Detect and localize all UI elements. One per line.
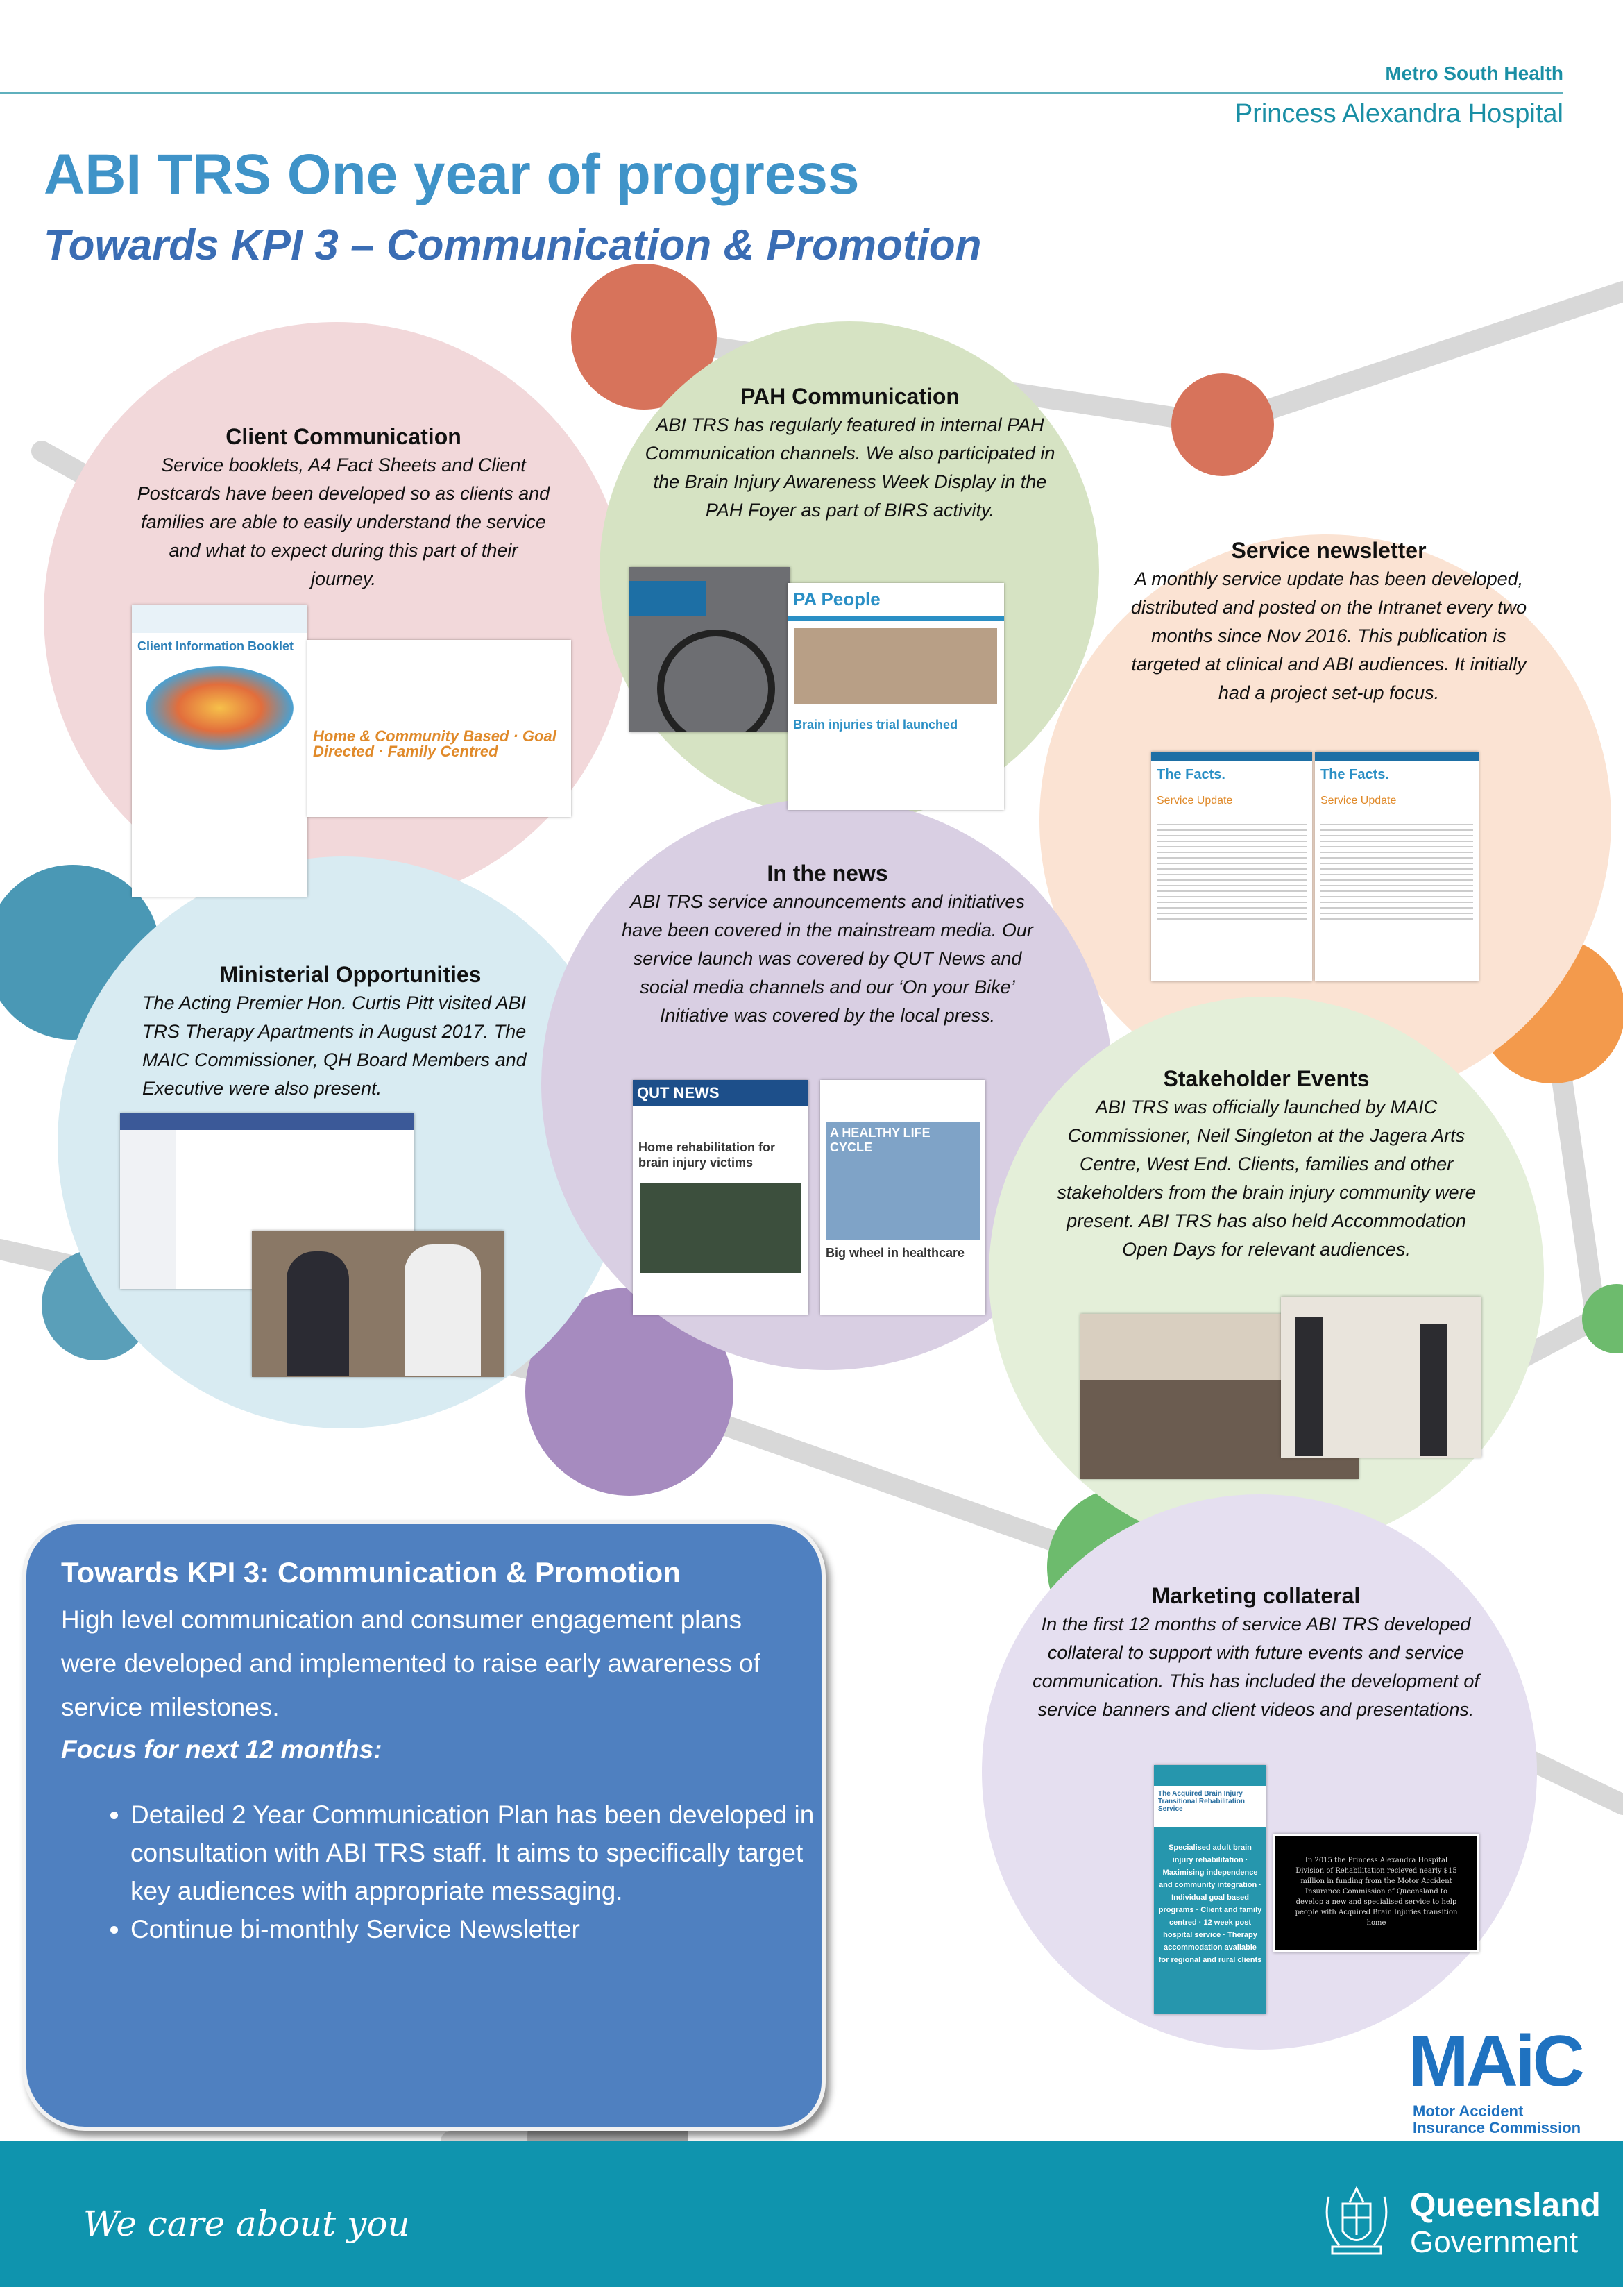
qut-headline: Home rehabilitation for brain injury vic… (638, 1140, 776, 1170)
kpi-title: Towards KPI 3: Communication & Promotion (61, 1556, 681, 1589)
pa-people-image: PA People Brain injuries trial launched (788, 583, 1004, 810)
service-banner-image: The Acquired Brain Injury Transitional R… (1154, 1765, 1266, 2014)
newsletter-image-2: The Facts. Service Update (1315, 752, 1479, 981)
kpi-body: High level communication and consumer en… (61, 1605, 760, 1721)
local-press-image: A HEALTHY LIFE CYCLE Big wheel in health… (820, 1080, 985, 1315)
section-ministerial: Ministerial Opportunities The Acting Pre… (142, 960, 559, 1103)
factsheet-heading: Home & Community Based · Goal Directed ·… (313, 727, 556, 760)
section-body: A monthly service update has been develo… (1130, 568, 1527, 703)
facts-heading: The Facts. (1157, 767, 1225, 782)
client-booklet-image: Client Information Booklet (132, 605, 307, 897)
page-subtitle: Towards KPI 3 – Communication & Promotio… (44, 221, 982, 269)
kpi-focus-heading: Focus for next 12 months: (61, 1735, 382, 1764)
pa-people-heading: PA People (788, 583, 1004, 616)
section-body: Service booklets, A4 Fact Sheets and Cli… (137, 455, 550, 589)
section-stakeholder: Stakeholder Events ABI TRS was officiall… (1051, 1064, 1481, 1264)
maic-line2: Insurance Commission (1413, 2119, 1581, 2136)
section-body: In the first 12 months of service ABI TR… (1033, 1614, 1479, 1720)
queensland-government-logo-sub: Government (1410, 2225, 1579, 2259)
client-factsheet-image: Home & Community Based · Goal Directed ·… (307, 640, 571, 817)
section-title: PAH Communication (740, 384, 960, 409)
healthy-headline: A HEALTHY LIFE CYCLE (826, 1122, 980, 1240)
section-marketing: Marketing collateral In the first 12 mon… (1023, 1581, 1488, 1724)
open-day-photo (1281, 1297, 1481, 1458)
section-body: ABI TRS service announcements and initia… (622, 891, 1033, 1026)
banner-points: Specialised adult brain injury rehabilit… (1158, 1843, 1262, 1964)
queensland-crest-icon (1325, 2186, 1388, 2255)
client-video-still: In 2015 the Princess Alexandra Hospital … (1273, 1834, 1479, 1952)
service-update-heading: Service Update (1157, 795, 1233, 807)
section-title: Service newsletter (1231, 538, 1427, 563)
facts-heading: The Facts. (1320, 767, 1389, 782)
maic-logo-subtitle: Motor Accident Insurance Commission (1413, 2103, 1581, 2136)
ministerial-photo (252, 1231, 504, 1377)
qut-news-logo: QUT NEWS (633, 1080, 808, 1106)
section-title: Client Communication (226, 424, 461, 449)
video-caption: In 2015 the Princess Alexandra Hospital … (1295, 1857, 1458, 1927)
section-title: Ministerial Opportunities (219, 962, 482, 987)
newsletter-image-1: The Facts. Service Update (1151, 752, 1312, 981)
section-client: Client Communication Service booklets, A… (135, 422, 552, 593)
maic-logo: MAiC (1409, 2021, 1585, 2102)
deco-circle-red-small (1171, 373, 1274, 476)
booklet-heading: Client Information Booklet (137, 639, 294, 653)
section-body: ABI TRS has regularly featured in intern… (645, 414, 1055, 521)
section-body: ABI TRS was officially launched by MAIC … (1057, 1097, 1476, 1260)
footer-band (0, 2141, 1623, 2287)
header-divider (0, 92, 1563, 94)
pah-display-photo (629, 567, 790, 732)
section-title: Marketing collateral (1151, 1583, 1361, 1608)
kpi-bullets: Detailed 2 Year Communication Plan has b… (61, 1796, 824, 1948)
section-newsletter: Service newsletter A monthly service upd… (1117, 536, 1540, 707)
queensland-government-logo: Queensland (1410, 2187, 1601, 2224)
metro-south-health-logo: Metro South Health (1385, 62, 1563, 84)
maic-line1: Motor Accident (1413, 2102, 1524, 2120)
footer-tagline: We care about you (83, 2204, 410, 2244)
kpi-summary-box: Towards KPI 3: Communication & Promotion… (22, 1520, 826, 2131)
section-title: Stakeholder Events (1163, 1066, 1370, 1091)
kpi-bullet: Continue bi-monthly Service Newsletter (130, 1910, 824, 1948)
wheel-headline: Big wheel in healthcare (826, 1246, 965, 1260)
trial-heading: Brain injuries trial launched (793, 718, 958, 732)
kpi-bullet: Detailed 2 Year Communication Plan has b… (130, 1796, 824, 1910)
service-update-heading: Service Update (1320, 795, 1397, 807)
banner-title: The Acquired Brain Injury Transitional R… (1154, 1786, 1266, 1827)
section-news: In the news ABI TRS service announcement… (611, 859, 1044, 1030)
section-body: The Acting Premier Hon. Curtis Pitt visi… (142, 993, 527, 1099)
page-title: ABI TRS One year of progress (44, 143, 860, 206)
section-title: In the news (767, 861, 888, 886)
section-pah: PAH Communication ABI TRS has regularly … (642, 382, 1058, 525)
hospital-name: Princess Alexandra Hospital (1234, 99, 1563, 128)
qut-news-image: QUT NEWS Home rehabilitation for brain i… (633, 1080, 808, 1315)
